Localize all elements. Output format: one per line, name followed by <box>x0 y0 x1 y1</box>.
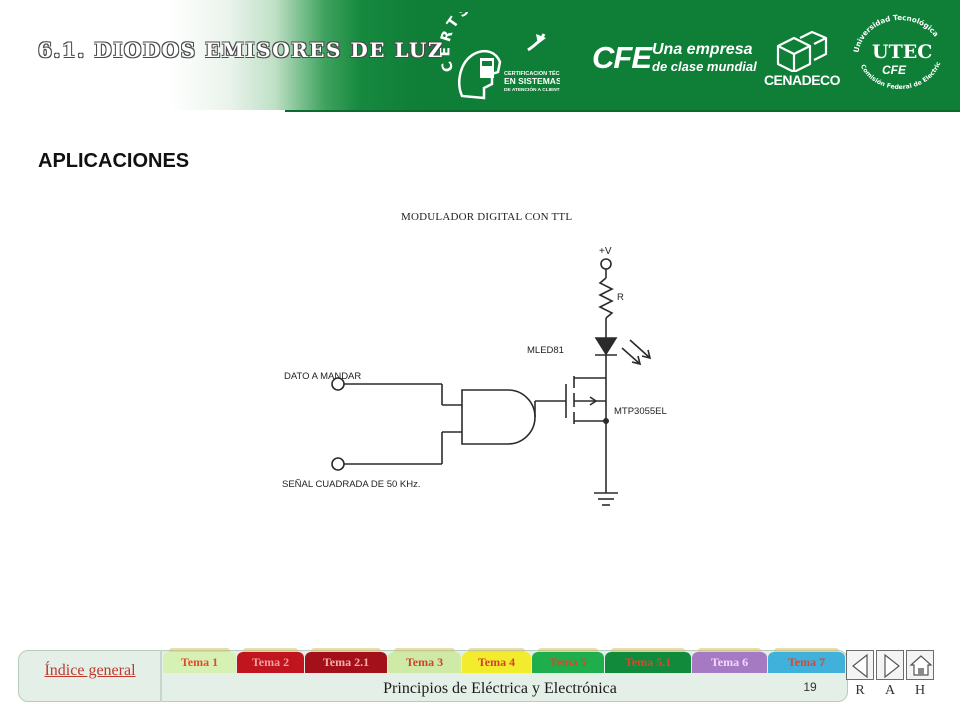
certsac-line1: CERTIFICACION TÉCNICA <box>504 69 560 77</box>
cfe-tagline-1: Una empresa <box>652 41 753 58</box>
triangle-left-icon <box>852 653 868 679</box>
led-label: MLED81 <box>527 345 564 356</box>
input-b-terminal <box>331 457 345 471</box>
forward-button[interactable] <box>876 650 904 680</box>
tab-tema-4[interactable]: Tema 4 <box>462 648 531 673</box>
cubes-icon <box>776 30 828 74</box>
home-button[interactable] <box>906 650 934 680</box>
tab-tema-2-1[interactable]: Tema 2.1 <box>305 648 387 673</box>
cfe-mark: CFE <box>592 40 652 75</box>
section-title: APLICACIONES <box>38 150 190 172</box>
certsac-line2: EN SISTEMAS <box>504 76 560 86</box>
resistor-label: R <box>617 292 624 303</box>
topic-tabs: Tema 1 Tema 2 Tema 2.1 Tema 3 Tema 4 Tem… <box>163 648 845 673</box>
certsac-logo: CERTSAC CERTIFICACION TÉCNICA EN SISTEMA… <box>437 0 573 104</box>
back-button[interactable] <box>846 650 874 680</box>
tab-tema-7[interactable]: Tema 7 <box>768 648 845 673</box>
vplus-terminal <box>600 258 612 270</box>
header-divider <box>285 110 960 112</box>
tab-tema-5-1[interactable]: Tema 5.1 <box>605 648 691 673</box>
cenadeco-name: CENADECO <box>763 72 841 88</box>
circuit-figure: MODULADOR DIGITAL CON TTL +V R MLED81 MT… <box>270 208 710 528</box>
vplus-label: +V <box>599 246 612 257</box>
tab-tema-2[interactable]: Tema 2 <box>237 648 304 673</box>
nav-letter-a: A <box>884 683 896 698</box>
certsac-logo-graphic: CERTSAC CERTIFICACION TÉCNICA EN SISTEMA… <box>437 0 573 100</box>
page-title: 6.1. DIODOS EMISORES DE LUZ <box>38 38 444 62</box>
index-link[interactable]: Índice general <box>44 662 136 679</box>
tab-tema-1[interactable]: Tema 1 <box>163 648 236 673</box>
certsac-line3: DE ATENCIÓN A CLIENTES <box>504 85 560 93</box>
home-icon <box>909 655 933 676</box>
led-icon <box>594 337 618 356</box>
utec-sub: CFE <box>882 63 907 77</box>
input-b-label: SEÑAL CUADRADA DE 50 KHz. <box>282 479 421 490</box>
triangle-right-icon <box>884 653 900 679</box>
input-a-label: DATO A MANDAR <box>284 371 362 382</box>
figure-title: MODULADOR DIGITAL CON TTL <box>401 211 573 223</box>
header-band <box>0 0 960 110</box>
tab-tema-6[interactable]: Tema 6 <box>692 648 767 673</box>
footer-divider <box>160 650 162 702</box>
nav-letter-h: H <box>914 683 926 698</box>
page-number: 19 <box>803 680 817 694</box>
tab-tema-3[interactable]: Tema 3 <box>388 648 461 673</box>
course-title: Principios de Eléctrica y Electrónica <box>383 680 617 697</box>
and-gate-icon <box>461 389 536 445</box>
mosfet-icon <box>589 396 598 406</box>
resistor-icon <box>598 277 614 319</box>
transistor-label: MTP3055EL <box>614 406 667 417</box>
nav-letter-r: R <box>855 683 865 698</box>
cfe-logo: CFE Una empresa de clase mundial <box>592 38 757 80</box>
utec-seal-graphic: Universidad Tecnológica Comisión Federal… <box>846 7 943 91</box>
cenadeco-logo: CENADECO <box>760 28 842 94</box>
cfe-tagline-2: de clase mundial <box>652 59 757 74</box>
utec-logo: Universidad Tecnológica Comisión Federal… <box>846 7 952 102</box>
utec-mark: UTEC <box>872 41 932 63</box>
tab-tema-5[interactable]: Tema 5 <box>532 648 604 673</box>
circuit-schematic <box>331 258 652 506</box>
